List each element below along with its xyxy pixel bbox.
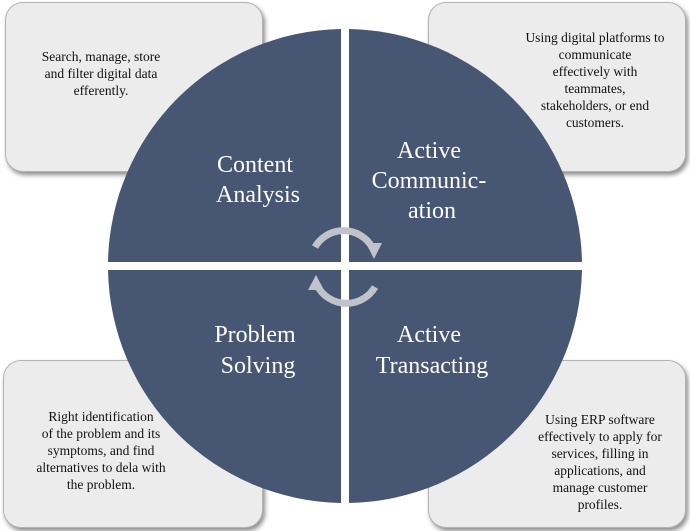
description-problem-solving: Right identification of the problem and … bbox=[36, 409, 166, 492]
circular-arrows-icon bbox=[308, 227, 382, 307]
quadrant-content-analysis bbox=[108, 29, 341, 263]
quadrant-problem-solving bbox=[108, 270, 341, 503]
quadrant-title-problem-solving: Problem Solving bbox=[214, 322, 301, 379]
description-active-transacting: Using ERP software effectively to apply … bbox=[538, 412, 662, 512]
quadrant-active-transacting bbox=[349, 270, 582, 503]
quadrant-title-content-analysis: Content Analysis bbox=[216, 152, 300, 208]
quadrant-active-communication bbox=[349, 29, 582, 263]
quadrant-title-active-communication: Active Communic- ation bbox=[372, 138, 493, 224]
description-content-analysis: Search, manage, store and filter digital… bbox=[41, 49, 161, 98]
description-active-communication: Using digital platforms to communicate e… bbox=[525, 30, 665, 130]
quadrant-title-active-transacting: Active Transacting bbox=[376, 322, 488, 379]
